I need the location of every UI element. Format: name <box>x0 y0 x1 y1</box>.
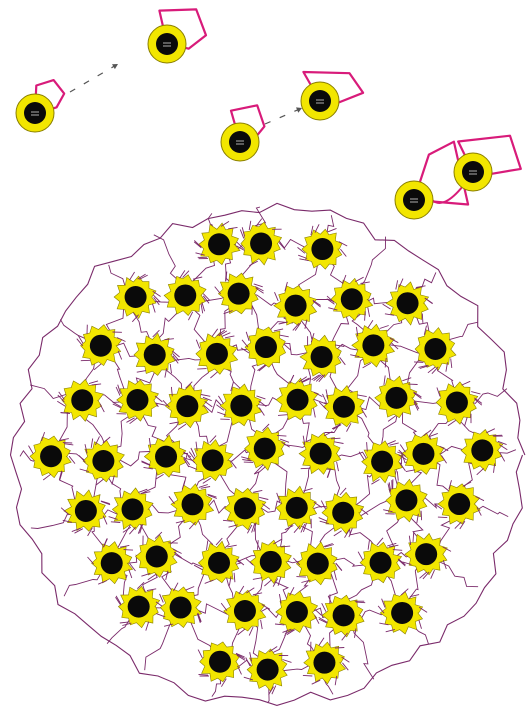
aggregate-particle <box>461 429 507 475</box>
aggregate-particle <box>383 279 433 325</box>
aggregate-particle <box>276 486 322 533</box>
aggregate-particle <box>188 436 236 484</box>
aggregate-particle <box>276 375 322 420</box>
aggregate-particle <box>194 221 243 264</box>
aggregate-particle <box>114 272 161 322</box>
aggregate-particle <box>399 430 449 474</box>
aggregate-particle <box>79 436 124 485</box>
aggregate-particle <box>194 538 244 586</box>
aggregate-particle <box>196 329 238 378</box>
aggregate-particle <box>375 376 422 422</box>
aggregate-particle <box>414 326 456 374</box>
aggregate-particle <box>198 642 245 687</box>
aggregate-particle <box>434 480 484 529</box>
aggregate-particle <box>141 435 191 479</box>
free-particle-2 <box>148 25 186 63</box>
aggregate-particle <box>57 379 104 421</box>
aggregate-particle <box>319 386 366 432</box>
free-particles <box>16 25 492 219</box>
aggregate-particle <box>156 583 201 628</box>
approach-arrows <box>70 64 302 124</box>
aggregate-particle <box>274 282 321 331</box>
approach-arrow-left <box>70 64 118 92</box>
aggregate-particle <box>293 542 342 585</box>
aggregate-particle <box>223 488 270 533</box>
aggregate-particle <box>299 432 343 478</box>
free-particle-4 <box>301 82 339 120</box>
free-polymer-chain <box>432 186 463 203</box>
aggregate-particle <box>215 272 264 315</box>
free-particle-5 <box>395 181 433 219</box>
free-particle-1 <box>16 94 54 132</box>
aggregate-particle <box>402 533 451 579</box>
aggregate-particle <box>246 539 291 586</box>
free-particle-6 <box>454 153 492 191</box>
aggregate-particle <box>134 330 180 377</box>
aggregate-particle <box>77 325 126 370</box>
aggregate-particle <box>303 638 350 686</box>
aggregate-particle <box>298 224 348 269</box>
aggregate-particle <box>163 382 212 430</box>
aggregate-particle <box>164 270 210 320</box>
aggregate-particle <box>136 532 182 580</box>
approach-arrow-middle <box>265 107 302 124</box>
aggregate-particle <box>300 333 345 382</box>
aggregate-particle <box>241 424 290 473</box>
aggregate-particle <box>29 432 76 480</box>
aggregate-particle <box>241 327 291 371</box>
aggregate-particle <box>358 538 405 583</box>
aggregate-particle <box>216 382 266 426</box>
aggregate-particle <box>327 275 373 321</box>
aggregate-particle <box>319 594 366 640</box>
aggregate-particle <box>436 381 482 426</box>
aggregate-particle <box>116 582 164 630</box>
aggregate-particle <box>378 589 427 634</box>
free-particle-chains <box>35 9 521 204</box>
aggregate-particle <box>319 488 368 538</box>
aggregate-particle <box>236 219 285 266</box>
aggregate-particle <box>61 490 110 536</box>
aggregate-particle <box>359 441 406 485</box>
free-particle-3 <box>221 123 259 161</box>
aggregate-particle <box>113 380 163 424</box>
aggregate-particles <box>29 219 508 695</box>
aggregate-particle <box>109 488 154 534</box>
aggregate-particle <box>88 539 136 585</box>
aggregate-particle <box>383 479 427 523</box>
